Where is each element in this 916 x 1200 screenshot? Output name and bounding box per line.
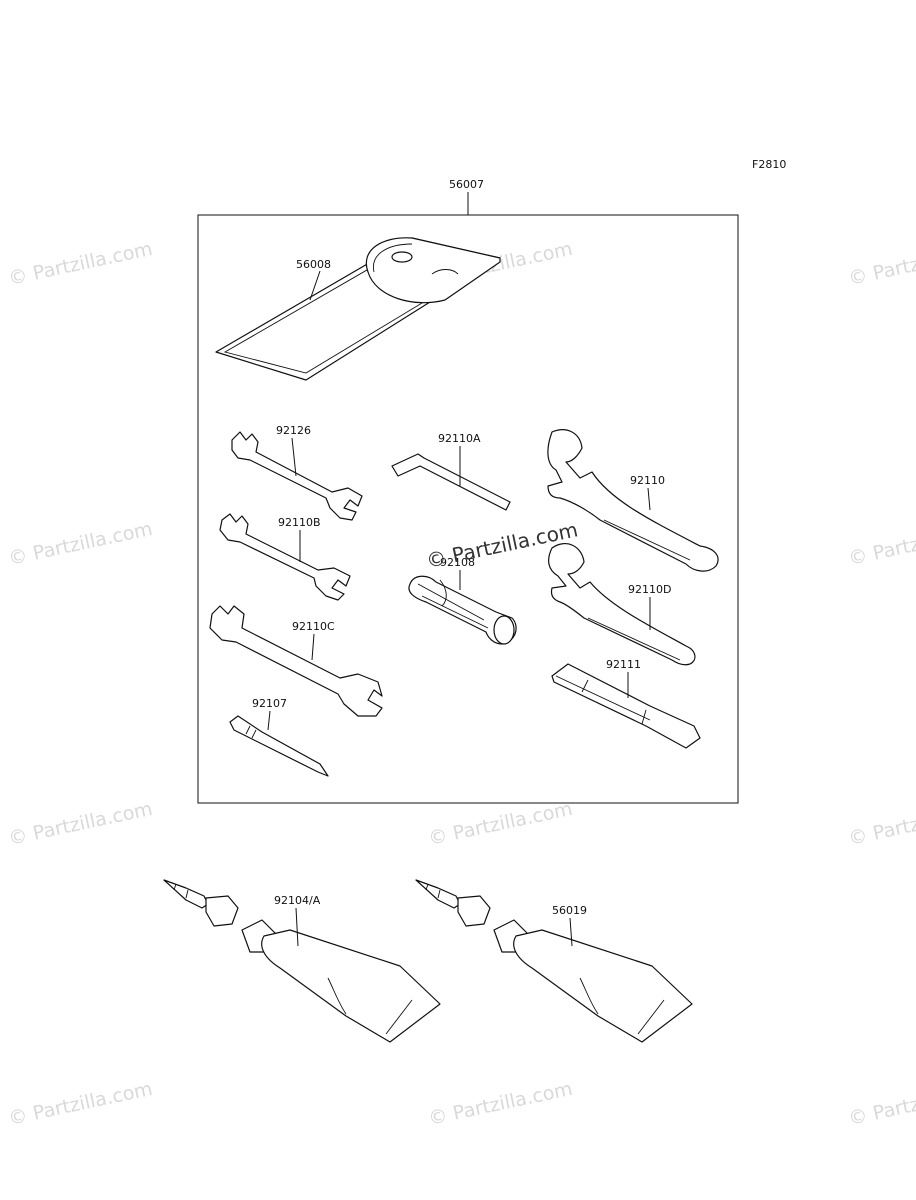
- leader-line-92110C: [311, 633, 315, 661]
- watermark-layer: © Partzilla.com © Partzilla.com © Partzi…: [6, 238, 916, 1130]
- leader-line-92110: [647, 487, 651, 511]
- part-label-92110D[interactable]: 92110D: [628, 583, 671, 596]
- screwdriver-drawing[interactable]: [229, 715, 329, 777]
- watermark: © Partzilla.com: [426, 798, 574, 850]
- wrench-92126-drawing[interactable]: [231, 431, 363, 521]
- watermark: © Partzilla.com: [6, 238, 154, 290]
- part-label-92108[interactable]: 92108: [440, 556, 475, 569]
- hex-key-drawing[interactable]: [391, 453, 511, 511]
- part-label-92110B[interactable]: 92110B: [278, 516, 321, 529]
- leader-line-56019: [569, 917, 573, 947]
- part-label-56007[interactable]: 56007: [449, 178, 484, 191]
- part-label-92110A[interactable]: 92110A: [438, 432, 481, 445]
- leader-line-92107: [267, 710, 271, 731]
- part-label-92107[interactable]: 92107: [252, 697, 287, 710]
- grease-tube-a-drawing[interactable]: [163, 879, 441, 1043]
- watermark: © Partzilla.com: [846, 1078, 916, 1130]
- figure-code: F2810: [752, 158, 786, 171]
- leader-line-56008: [309, 270, 321, 301]
- wrench-92110b-drawing[interactable]: [219, 513, 351, 601]
- pin-spanner-92110d-drawing[interactable]: [548, 543, 696, 666]
- part-label-92126[interactable]: 92126: [276, 424, 311, 437]
- part-label-92111[interactable]: 92111: [606, 658, 641, 671]
- part-label-56019[interactable]: 56019: [552, 904, 587, 917]
- watermark: © Partzilla.com: [6, 798, 154, 850]
- handle-drawing[interactable]: [551, 663, 701, 749]
- part-label-92110C[interactable]: 92110C: [292, 620, 335, 633]
- watermark: © Partzilla.com: [846, 798, 916, 850]
- watermark: © Partzilla.com: [6, 518, 154, 570]
- pin-spanner-92110-drawing[interactable]: [547, 429, 719, 572]
- kit-box: [197, 214, 739, 804]
- tool-bag-drawing[interactable]: [215, 237, 501, 381]
- part-label-92110[interactable]: 92110: [630, 474, 665, 487]
- watermark: © Partzilla.com: [846, 518, 916, 570]
- grease-tube-b-drawing[interactable]: [415, 879, 693, 1043]
- watermark: © Partzilla.com: [426, 1078, 574, 1130]
- watermark: © Partzilla.com: [846, 238, 916, 290]
- part-label-56008[interactable]: 56008: [296, 258, 331, 271]
- leader-line-92126: [291, 437, 297, 477]
- leader-line-92104A: [295, 907, 299, 947]
- part-label-92104A[interactable]: 92104/A: [274, 894, 321, 907]
- plug-tool-drawing[interactable]: [408, 575, 517, 645]
- wrench-92110c-drawing[interactable]: [209, 605, 383, 717]
- watermark: © Partzilla.com: [6, 1078, 154, 1130]
